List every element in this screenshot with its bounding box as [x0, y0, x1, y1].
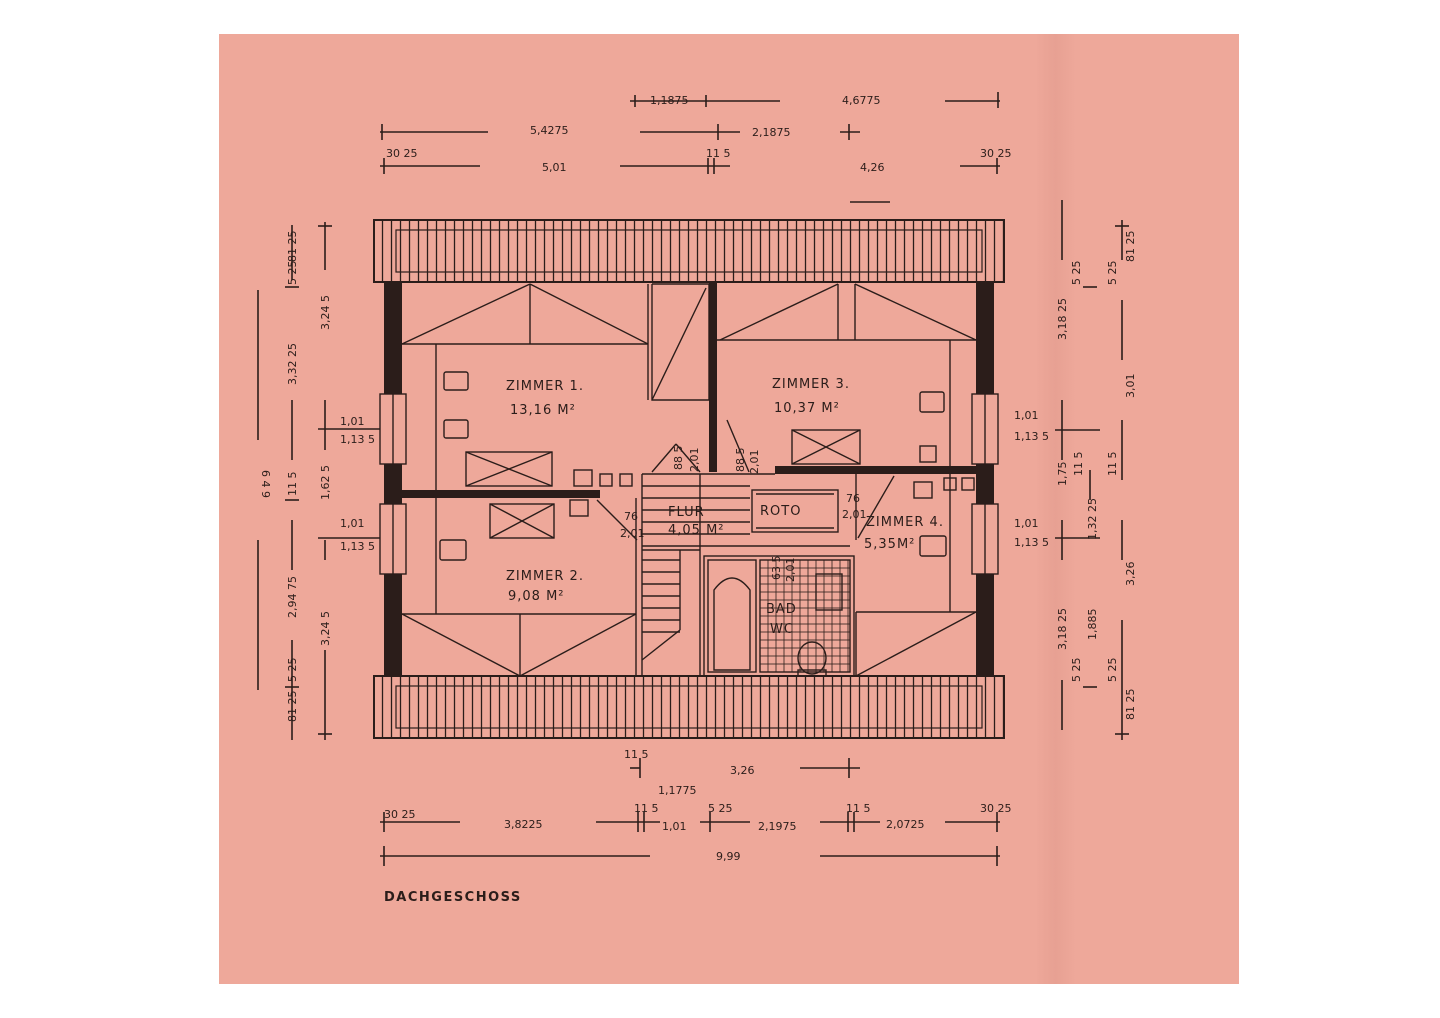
- door-3-height: 2,01: [620, 527, 645, 540]
- left-dimensions: 6 4 9 5 25 81 25 3,32 25 11 5 2,94 75 5 …: [259, 231, 375, 723]
- right-win-1: 1,01: [1014, 409, 1039, 422]
- left-dim-3: 3,32 25: [286, 343, 299, 385]
- right-dim-1: 3,18 25: [1056, 298, 1069, 340]
- bottom-dim-1: 11 5: [624, 748, 649, 761]
- left-dim-8: 3,24 5: [319, 295, 332, 330]
- left-win-3: 1,01: [340, 517, 365, 530]
- bottom-dim-3: 1,1775: [658, 784, 697, 797]
- left-dim-1: 5 25: [286, 261, 299, 286]
- left-dim-7: 81 25: [286, 691, 299, 723]
- top-dimension-lines: [380, 92, 1000, 203]
- zimmer3-name: ZIMMER 3.: [772, 377, 850, 392]
- bottom-dim-2: 3,26: [730, 764, 755, 777]
- wc-label: WC: [770, 622, 794, 637]
- right-win-4: 1,13 5: [1014, 536, 1049, 549]
- door-5-width: 63 5: [770, 556, 783, 581]
- top-dim-7: 11 5: [706, 147, 731, 160]
- right-dim-11: 3,01: [1124, 374, 1137, 399]
- bottom-dimensions: 11 5 3,26 1,1775 30 25 3,8225 11 5 1,01 …: [384, 748, 1012, 863]
- right-dim-9: 5 25: [1106, 261, 1119, 286]
- left-win-2: 1,13 5: [340, 433, 375, 446]
- bottom-dim-9: 2,1975: [758, 820, 797, 833]
- bottom-dim-6: 11 5: [634, 802, 659, 815]
- bad-label: BAD: [766, 602, 797, 617]
- top-dim-2: 4,6775: [842, 94, 881, 107]
- top-dim-1: 1,1875: [650, 94, 689, 107]
- interior-lines: [401, 283, 977, 677]
- left-dim-10: 3,24 5: [319, 611, 332, 646]
- top-dim-3: 5,4275: [530, 124, 569, 137]
- right-dim-4: 3,18 25: [1056, 608, 1069, 650]
- windows: [379, 393, 999, 575]
- door-dimensions: 88 5 2,01 88 5 2,01 76 2,01 76 2,01 63 5…: [620, 446, 867, 583]
- door-2-width: 88 5: [734, 448, 747, 473]
- left-win-1: 1,01: [340, 415, 365, 428]
- top-dim-9: 30 25: [980, 147, 1012, 160]
- right-win-2: 1,13 5: [1014, 430, 1049, 443]
- top-dim-5: 30 25: [386, 147, 418, 160]
- bottom-dim-8: 5 25: [708, 802, 733, 815]
- top-dim-4: 2,1875: [752, 126, 791, 139]
- door-4-width: 76: [846, 492, 860, 505]
- left-dimension-lines: [257, 222, 380, 740]
- flur-name: FLUR: [668, 505, 705, 520]
- bottom-dim-12: 30 25: [980, 802, 1012, 815]
- zimmer3-area: 10,37 M²: [774, 401, 840, 416]
- right-dim-13: 3,26: [1124, 562, 1137, 587]
- flur-area: 4,05 M²: [668, 523, 725, 538]
- door-1-height: 2,01: [688, 448, 701, 473]
- zimmer2-area: 9,08 M²: [508, 589, 565, 604]
- left-dim-outer: 6 4 9: [259, 470, 272, 498]
- right-dim-2: 1,75: [1056, 462, 1069, 487]
- left-win-4: 1,13 5: [340, 540, 375, 553]
- bottom-dim-10: 11 5: [846, 802, 871, 815]
- bottom-dim-5: 3,8225: [504, 818, 543, 831]
- left-dim-2: 81 25: [286, 231, 299, 263]
- right-dim-14: 5 25: [1106, 658, 1119, 683]
- zimmer4-name: ZIMMER 4.: [866, 515, 944, 530]
- roof-eaves: [373, 219, 1005, 739]
- bottom-dim-4: 30 25: [384, 808, 416, 821]
- right-dim-7: 11 5: [1072, 452, 1085, 477]
- zimmer1-name: ZIMMER 1.: [506, 379, 584, 394]
- top-dim-6: 5,01: [542, 161, 567, 174]
- zimmer2-name: ZIMMER 2.: [506, 569, 584, 584]
- floor-caption: DACHGESCHOSS: [384, 890, 522, 905]
- bottom-dim-11: 2,0725: [886, 818, 925, 831]
- door-2-height: 2,01: [748, 450, 761, 475]
- right-dimension-lines: [1055, 200, 1129, 740]
- outer-walls: [384, 282, 994, 676]
- right-dim-8: 5 25: [1070, 658, 1083, 683]
- room-labels: ZIMMER 1. 13,16 M² ZIMMER 3. 10,37 M² ZI…: [506, 377, 944, 637]
- door-1-width: 88 5: [672, 446, 685, 471]
- right-dim-15: 81 25: [1124, 689, 1137, 721]
- zimmer4-area: 5,35M²: [864, 537, 915, 552]
- door-3-width: 76: [624, 510, 638, 523]
- right-dim-10: 81 25: [1124, 231, 1137, 263]
- door-5-height: 2,01: [784, 558, 797, 583]
- zimmer1-area: 13,16 M²: [510, 403, 576, 418]
- right-dimensions: 1,01 1,13 5 1,01 1,13 5 3,18 25 1,75 1,3…: [1014, 231, 1137, 721]
- door-4-height: 2,01: [842, 508, 867, 521]
- right-dim-12: 11 5: [1106, 452, 1119, 477]
- right-dim-3: 1,32 25: [1086, 498, 1099, 540]
- top-dimensions: 1,1875 4,6775 5,4275 2,1875 30 25 5,01 1…: [386, 94, 1012, 174]
- right-dim-5: 1,885: [1086, 609, 1099, 641]
- left-dim-6: 5 25: [286, 658, 299, 683]
- top-dim-8: 4,26: [860, 161, 885, 174]
- blueprint-sheet: [219, 34, 1239, 984]
- left-dim-9: 1,62 5: [319, 465, 332, 500]
- bottom-dim-13: 9,99: [716, 850, 741, 863]
- left-dim-4: 11 5: [286, 472, 299, 497]
- bottom-dimension-lines: [380, 758, 1000, 866]
- roto-label: ROTO: [760, 504, 801, 519]
- left-dim-5: 2,94 75: [286, 576, 299, 618]
- right-dim-6: 5 25: [1070, 261, 1083, 286]
- bottom-dim-7: 1,01: [662, 820, 687, 833]
- right-win-3: 1,01: [1014, 517, 1039, 530]
